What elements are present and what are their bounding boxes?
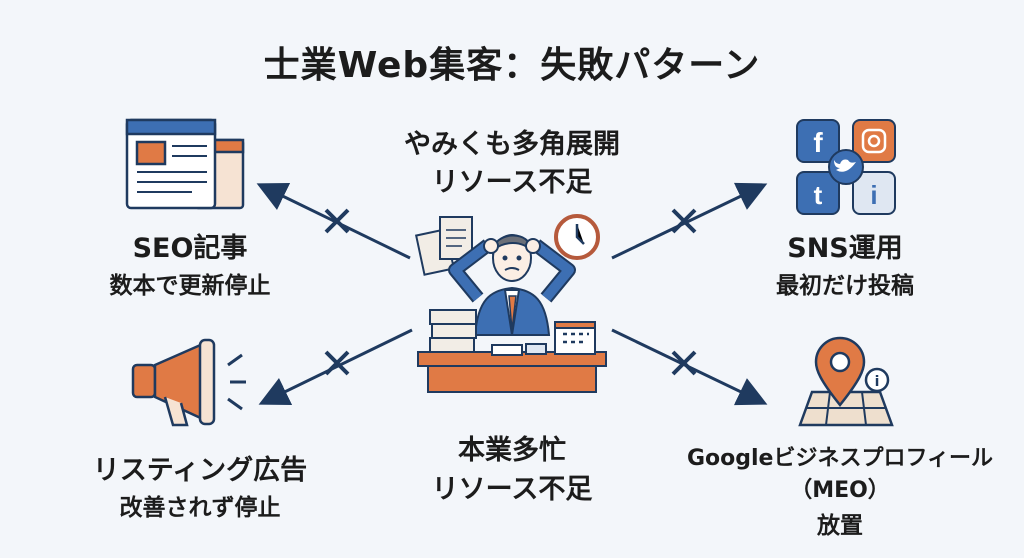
center-bottom-line1: 本業多忙 — [458, 435, 566, 466]
documents-icon — [414, 216, 473, 276]
x-mark-icon — [671, 208, 697, 234]
web-pages-icon — [125, 118, 245, 210]
center-bottom-line2: リソース不足 — [431, 474, 593, 505]
svg-text:t: t — [814, 180, 823, 210]
page-title: 士業Web集客：失敗パターン — [263, 45, 761, 86]
x-mark-icon — [324, 350, 350, 376]
overwhelmed-worker-illustration — [414, 214, 607, 393]
svg-text:i: i — [875, 374, 880, 390]
center-top-line2: リソース不足 — [431, 167, 593, 198]
listing-status: 改善されず停止 — [119, 495, 281, 521]
megaphone-icon — [131, 338, 246, 427]
meo-label: Googleビジネスプロフィール — [686, 446, 994, 471]
x-marks — [324, 208, 697, 376]
x-mark-icon — [671, 350, 697, 376]
meo-label-abbr: （MEO） — [790, 478, 890, 503]
svg-text:i: i — [870, 180, 877, 210]
stacked-books — [429, 309, 477, 353]
center-top-line1: やみくも多角展開 — [404, 129, 620, 160]
sns-status: 最初だけ投稿 — [776, 273, 914, 299]
meo-status: 放置 — [817, 513, 863, 539]
svg-text:f: f — [813, 127, 823, 158]
seo-status: 数本で更新停止 — [109, 273, 271, 299]
map-pin-icon: i — [798, 336, 894, 427]
sns-label: SNS運用 — [787, 233, 903, 264]
calendar-icon — [554, 321, 596, 355]
social-media-icon: f t i — [796, 119, 896, 215]
seo-label: SEO記事 — [132, 233, 248, 264]
listing-label: リスティング広告 — [92, 455, 308, 486]
x-mark-icon — [324, 208, 350, 234]
clock-icon — [554, 214, 600, 260]
